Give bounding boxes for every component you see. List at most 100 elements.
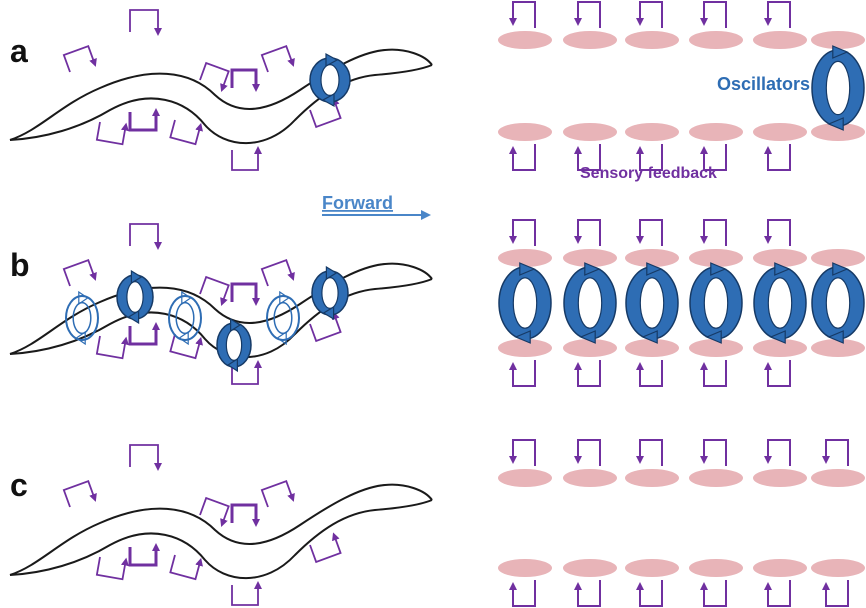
oscillator-icon: [116, 269, 154, 325]
muscle-segment: [811, 469, 865, 487]
schematic-b: [498, 219, 865, 387]
feedback-bracket: [231, 360, 262, 385]
muscle-segment: [811, 559, 865, 577]
muscle-segment: [563, 31, 617, 49]
worm-oscillators-a: [309, 52, 351, 108]
oscillator-ring-inner: [825, 277, 851, 329]
worm-outline-ventral: [9, 499, 433, 579]
muscle-segment: [753, 249, 807, 267]
feedback-bracket: [128, 108, 160, 132]
feedback-bracket: [169, 119, 203, 146]
schematic-feedback-arrow: [509, 580, 536, 607]
oscillator-arrowhead: [774, 262, 791, 276]
feedback-bracket: [199, 496, 230, 527]
muscle-segment: [689, 249, 743, 267]
worm-outline-dorsal: [9, 262, 433, 355]
feedback-arrow: [230, 68, 260, 92]
oscillator-icon: [753, 262, 807, 344]
schematic-c: [498, 439, 865, 607]
feedback-bracket: [309, 532, 342, 564]
oscillator-ring-inner: [273, 301, 293, 335]
oscillator-arrowhead: [769, 330, 786, 344]
oscillator-ring-inner: [639, 277, 665, 329]
oscillator-icon: [266, 290, 300, 346]
schematic-feedback-arrow: [636, 580, 663, 607]
schematic-feedback-arrow: [700, 580, 727, 607]
panel-label-a: a: [10, 33, 28, 69]
feedback-arrow: [260, 45, 295, 73]
worm-feedback-a: [62, 9, 342, 171]
oscillator-icon: [168, 290, 202, 346]
muscle-segment: [689, 339, 743, 357]
oscillator-arrowhead: [226, 357, 238, 373]
oscillator-arrowhead: [832, 45, 849, 59]
feedback-arrow: [62, 259, 97, 287]
feedback-arrow: [309, 97, 342, 129]
muscle-segment: [625, 249, 679, 267]
feedback-bracket: [260, 259, 295, 287]
oscillator-ring-inner: [320, 63, 340, 96]
muscle-segment: [811, 31, 865, 49]
oscillator-arrowhead: [710, 262, 727, 276]
oscillator-icon: [563, 262, 617, 344]
feedback-arrow: [230, 282, 260, 306]
oscillator-ring: [65, 295, 99, 341]
schematic-feedback-arrow: [509, 144, 536, 171]
schematic-feedback-arrow: [636, 219, 663, 246]
schematic-feedback-arrow: [822, 439, 849, 466]
muscle-segment: [625, 469, 679, 487]
feedback-bracket: [95, 556, 129, 581]
oscillator-icon: [689, 262, 743, 344]
feedback-arrow: [199, 275, 230, 306]
feedback-arrow: [129, 444, 162, 471]
muscle-segment: [753, 559, 807, 577]
feedback-bracket: [309, 97, 342, 129]
feedback-arrow: [231, 360, 262, 385]
schematic-feedback-arrow: [700, 439, 727, 466]
worm-c: [9, 483, 433, 579]
worm-feedback-b: [62, 223, 342, 385]
muscle-segment: [498, 249, 552, 267]
schematic-feedback-arrow: [574, 219, 601, 246]
schematic-feedback-arrow: [764, 1, 791, 28]
schematic-feedback-arrow: [509, 219, 536, 246]
schematic-feedback-arrow: [764, 580, 791, 607]
muscle-segment: [753, 31, 807, 49]
feedback-bracket: [129, 9, 162, 36]
oscillator-ring-inner: [72, 301, 92, 335]
feedback-arrow: [260, 259, 295, 287]
muscle-segment: [753, 123, 807, 141]
oscillator-arrowhead: [321, 92, 335, 108]
feedback-bracket: [95, 335, 129, 360]
schematic-feedback-arrow: [574, 1, 601, 28]
oscillator-arrowhead: [230, 317, 242, 333]
schematic-feedback-arrow: [700, 144, 727, 171]
feedback-arrow: [231, 581, 262, 606]
worm-feedback-c: [62, 444, 342, 606]
muscle-segment: [625, 31, 679, 49]
oscillator-arrowhead: [178, 330, 189, 346]
oscillator-arrowhead: [279, 290, 290, 306]
feedback-arrow: [129, 223, 162, 250]
oscillators-label: Oscillators: [717, 74, 810, 94]
oscillator-icon: [625, 262, 679, 344]
schematic-feedback-arrow: [509, 439, 536, 466]
muscle-segment: [689, 31, 743, 49]
schematic-feedback-arrow: [574, 439, 601, 466]
oscillator-icon: [811, 45, 865, 131]
oscillator-icon: [309, 52, 351, 108]
oscillator-arrowhead: [705, 330, 722, 344]
feedback-bracket: [231, 581, 262, 606]
oscillator-icon: [65, 290, 99, 346]
muscle-segment: [563, 339, 617, 357]
feedback-bracket: [128, 322, 160, 346]
feedback-bracket: [62, 45, 97, 73]
oscillator-arrowhead: [75, 330, 86, 346]
oscillator-ring-inner: [175, 301, 195, 335]
schematic-feedback-arrow: [636, 1, 663, 28]
feedback-bracket: [231, 146, 262, 171]
oscillator-icon: [311, 265, 349, 321]
worm-outline-dorsal: [9, 483, 433, 576]
schematic-feedback-arrow: [636, 144, 663, 171]
